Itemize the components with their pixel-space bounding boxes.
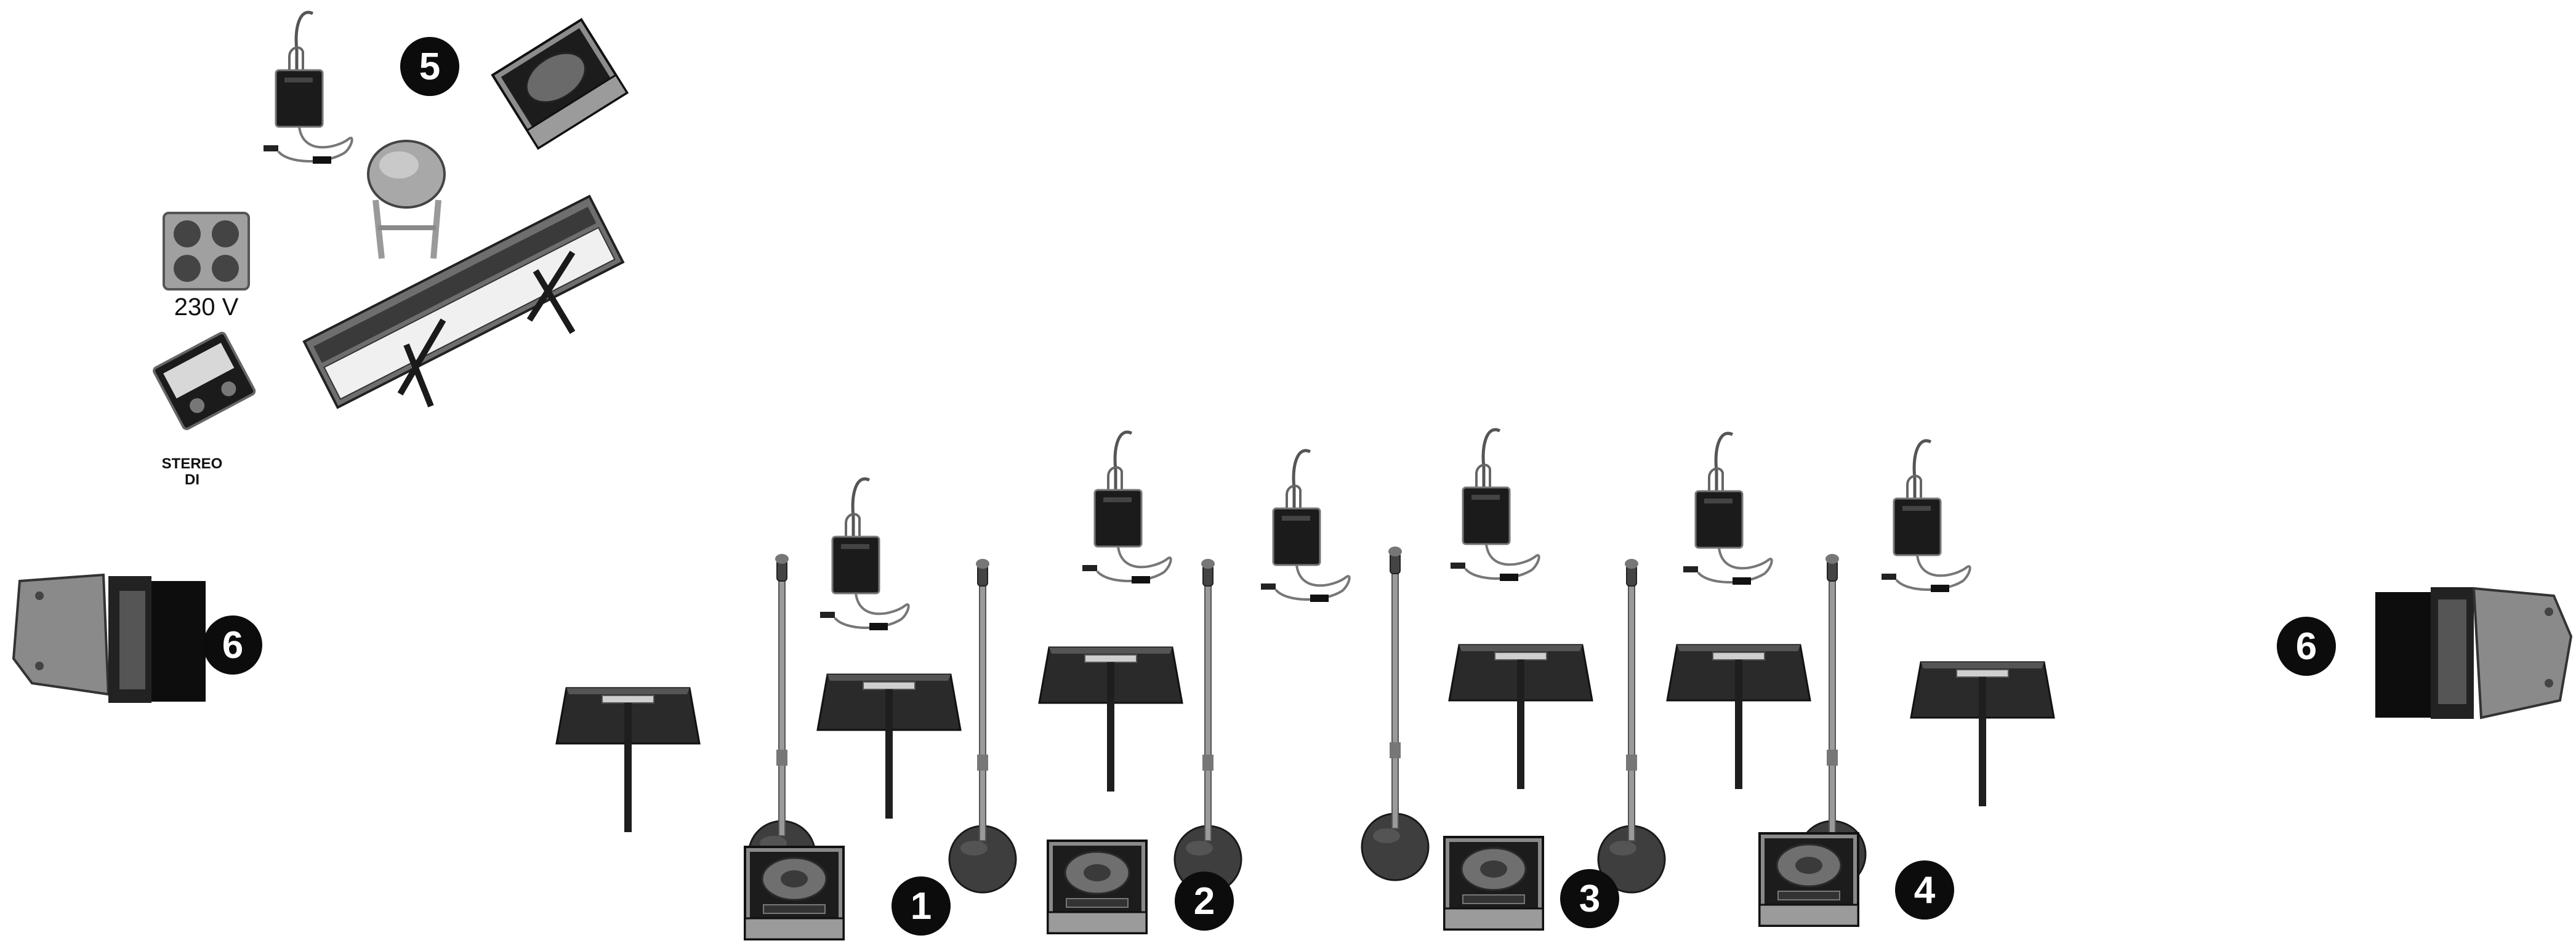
bodypack-1	[820, 479, 909, 630]
music-stand-1	[555, 687, 701, 833]
music-stand-4	[1448, 644, 1593, 790]
mic-stand-3	[1173, 558, 1242, 894]
keyboard-on-stand-icon	[302, 194, 625, 409]
badge-4-label: 4	[1914, 869, 1936, 912]
wedge-monitor-2	[1047, 840, 1148, 934]
keys-wedge-monitor-icon	[491, 18, 629, 150]
wedge-monitor-4	[1758, 832, 1859, 927]
badge-3: 3	[1560, 869, 1619, 928]
music-stand-3	[1038, 646, 1183, 793]
side-fill-left-icon	[12, 573, 206, 703]
keys-bodypack	[264, 12, 352, 164]
bodypack-3	[1261, 451, 1350, 602]
badge-6-right: 6	[2277, 617, 2336, 676]
badge-2-label: 2	[1194, 880, 1215, 923]
mic-stand-4	[1361, 545, 1430, 881]
music-stand-2	[816, 673, 962, 820]
stool-icon	[367, 140, 446, 259]
bodypack-5	[1683, 433, 1772, 585]
mic-stand-1	[747, 553, 816, 889]
badge-6-right-label: 6	[2296, 625, 2317, 668]
badge-2: 2	[1175, 872, 1234, 931]
wedge-monitor-3	[1443, 836, 1544, 931]
badge-5: 5	[400, 37, 459, 96]
wedge-monitor-1	[744, 846, 845, 940]
badge-1: 1	[892, 876, 951, 936]
bodypack-2	[1082, 432, 1171, 583]
music-stand-6	[1910, 661, 2055, 808]
side-fill-right-icon	[2375, 587, 2573, 720]
badge-6-left: 6	[203, 615, 262, 675]
bodypack-4	[1451, 430, 1539, 581]
badge-1-label: 1	[911, 885, 932, 928]
di-label-line1: STEREO	[162, 455, 223, 472]
power-outlet-label: 230 V	[174, 294, 239, 321]
badge-6-left-label: 6	[222, 624, 243, 667]
music-stand-5	[1666, 644, 1811, 790]
bodypack-6	[1882, 441, 1970, 592]
badge-3-label: 3	[1579, 878, 1600, 920]
power-outlet-icon	[163, 212, 250, 291]
badge-5-label: 5	[419, 46, 440, 88]
di-box-icon	[153, 332, 256, 430]
mic-stand-5	[1597, 558, 1666, 894]
badge-4: 4	[1895, 860, 1954, 920]
di-label-line2: DI	[185, 471, 199, 488]
